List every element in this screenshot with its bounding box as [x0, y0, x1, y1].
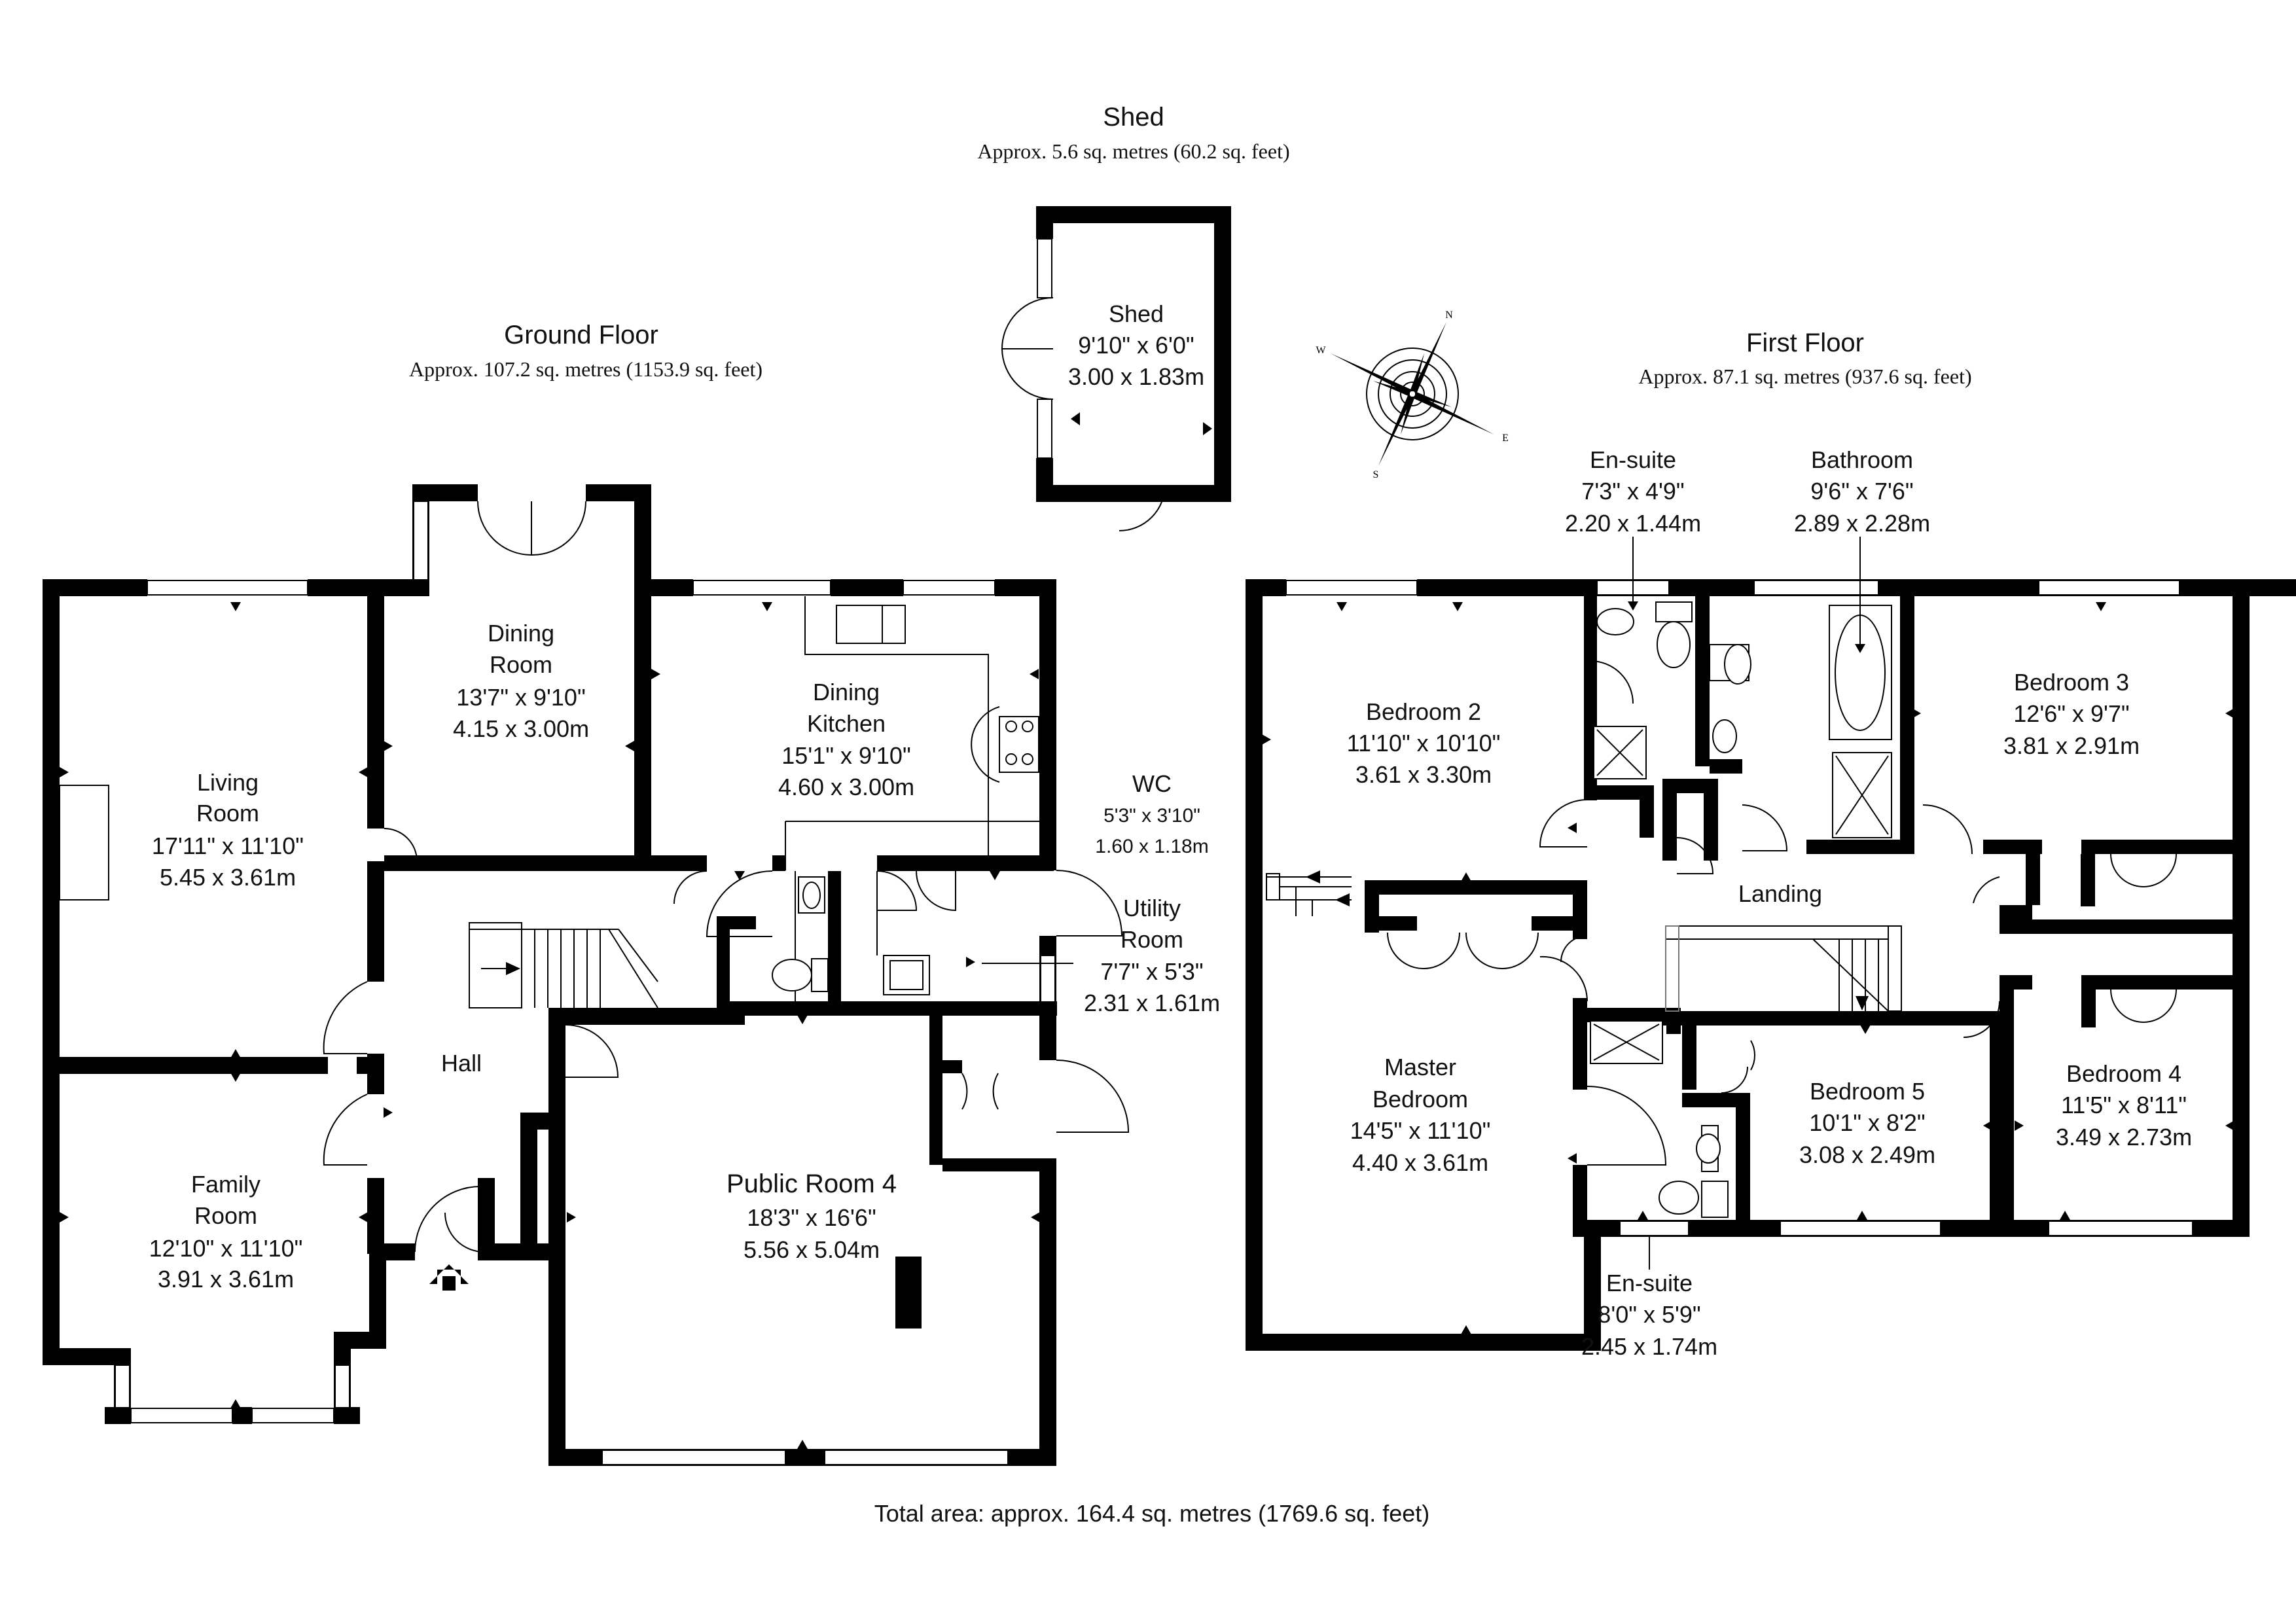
shed-room-metric: 3.00 x 1.83m	[1068, 363, 1204, 390]
dining-room-metric: 4.15 x 3.00m	[453, 715, 589, 742]
master-bedroom-label-2: Bedroom	[1372, 1086, 1468, 1113]
shed-heading: Shed	[1103, 103, 1164, 132]
living-room-metric: 5.45 x 3.61m	[160, 864, 296, 891]
dining-room-imperial: 13'7" x 9'10"	[456, 684, 585, 711]
compass-letter-s: S	[1373, 469, 1379, 480]
public-room-4-label: Public Room 4	[726, 1169, 897, 1198]
shed-room-imperial: 9'10" x 6'0"	[1078, 332, 1194, 359]
ground-floor-area: Approx. 107.2 sq. metres (1153.9 sq. fee…	[409, 357, 762, 381]
bedroom-5-imperial: 10'1" x 8'2"	[1809, 1109, 1925, 1136]
bedroom-2-label: Bedroom 2	[1366, 698, 1481, 725]
wc-metric: 1.60 x 1.18m	[1095, 836, 1208, 857]
bedroom-2-imperial: 11'10" x 10'10"	[1347, 730, 1501, 757]
wc-imperial: 5'3" x 3'10"	[1103, 805, 1200, 827]
bedroom-5-label: Bedroom 5	[1810, 1078, 1925, 1105]
compass-letter-w: W	[1316, 345, 1326, 356]
bedroom-3-imperial: 12'6" x 9'7"	[2013, 700, 2129, 727]
compass-letter-e: E	[1502, 433, 1509, 444]
utility-room-metric: 2.31 x 1.61m	[1084, 990, 1220, 1016]
ensuite-bottom-label: En-suite	[1606, 1270, 1693, 1296]
ensuite-bottom-imperial: 8'0" x 5'9"	[1598, 1301, 1700, 1328]
bedroom-3-label: Bedroom 3	[2014, 669, 2129, 696]
dining-kitchen-label-2: Kitchen	[807, 710, 886, 737]
bedroom-5-metric: 3.08 x 2.49m	[1799, 1141, 1935, 1168]
master-bedroom-label-1: Master	[1384, 1054, 1456, 1080]
total-area: Total area: approx. 164.4 sq. metres (17…	[874, 1500, 1429, 1527]
ensuite-top-imperial: 7'3" x 4'9"	[1581, 478, 1684, 505]
living-room-label-1: Living	[197, 769, 259, 796]
utility-room-label-2: Room	[1121, 926, 1183, 953]
ground-floor-plan: Living Room 17'11" x 11'10" 5.45 x 3.61m…	[43, 484, 1220, 1466]
bathroom-imperial: 9'6" x 7'6"	[1810, 478, 1913, 505]
ensuite-bottom-metric: 2.45 x 1.74m	[1581, 1333, 1717, 1360]
utility-room-imperial: 7'7" x 5'3"	[1100, 958, 1203, 985]
compass-letter-n: N	[1445, 310, 1453, 321]
shed-plan: Shed 9'10" x 6'0" 3.00 x 1.83m	[1001, 206, 1231, 502]
family-room-label-1: Family	[191, 1171, 260, 1198]
dining-room-label-2: Room	[490, 651, 552, 678]
bedroom-3-metric: 3.81 x 2.91m	[2003, 732, 2140, 759]
dining-kitchen-label-1: Dining	[813, 679, 880, 705]
master-bedroom-metric: 4.40 x 3.61m	[1352, 1149, 1488, 1176]
public-room-4-metric: 5.56 x 5.04m	[744, 1236, 880, 1263]
ground-floor-heading: Ground Floor	[504, 321, 658, 349]
family-room-metric: 3.91 x 3.61m	[158, 1266, 294, 1293]
bedroom-2-metric: 3.61 x 3.30m	[1355, 761, 1492, 788]
bathroom-label: Bathroom	[1811, 446, 1913, 473]
first-floor-plan: En-suite 7'3" x 4'9" 2.20 x 1.44m Bathro…	[1246, 446, 2296, 1360]
dining-room-label-1: Dining	[488, 620, 554, 647]
wc-label: WC	[1132, 770, 1172, 797]
hall-label: Hall	[441, 1050, 482, 1077]
utility-room-label-1: Utility	[1123, 895, 1181, 921]
ensuite-top-metric: 2.20 x 1.44m	[1565, 510, 1701, 537]
ensuite-top-label: En-suite	[1590, 446, 1676, 473]
bedroom-4-imperial: 11'5" x 8'11"	[2061, 1092, 2187, 1118]
public-room-4-imperial: 18'3" x 16'6"	[747, 1204, 876, 1231]
shed-area: Approx. 5.6 sq. metres (60.2 sq. feet)	[977, 139, 1289, 163]
living-room-label-2: Room	[196, 800, 259, 827]
master-bedroom-imperial: 14'5" x 11'10"	[1350, 1117, 1491, 1144]
dining-kitchen-imperial: 15'1" x 9'10"	[781, 742, 910, 769]
shed-room-name: Shed	[1109, 300, 1164, 327]
bathroom-metric: 2.89 x 2.28m	[1794, 510, 1930, 537]
first-floor-area: Approx. 87.1 sq. metres (937.6 sq. feet)	[1638, 365, 1971, 388]
dining-kitchen-metric: 4.60 x 3.00m	[778, 774, 914, 800]
compass-rose-icon: N E S W	[1316, 310, 1508, 480]
bedroom-4-metric: 3.49 x 2.73m	[2056, 1124, 2192, 1150]
first-floor-heading: First Floor	[1746, 329, 1864, 357]
family-room-imperial: 12'10" x 11'10"	[149, 1235, 303, 1262]
landing-label: Landing	[1738, 880, 1822, 907]
bedroom-4-label: Bedroom 4	[2066, 1060, 2181, 1087]
living-room-imperial: 17'11" x 11'10"	[152, 832, 304, 859]
family-room-label-2: Room	[194, 1202, 257, 1229]
